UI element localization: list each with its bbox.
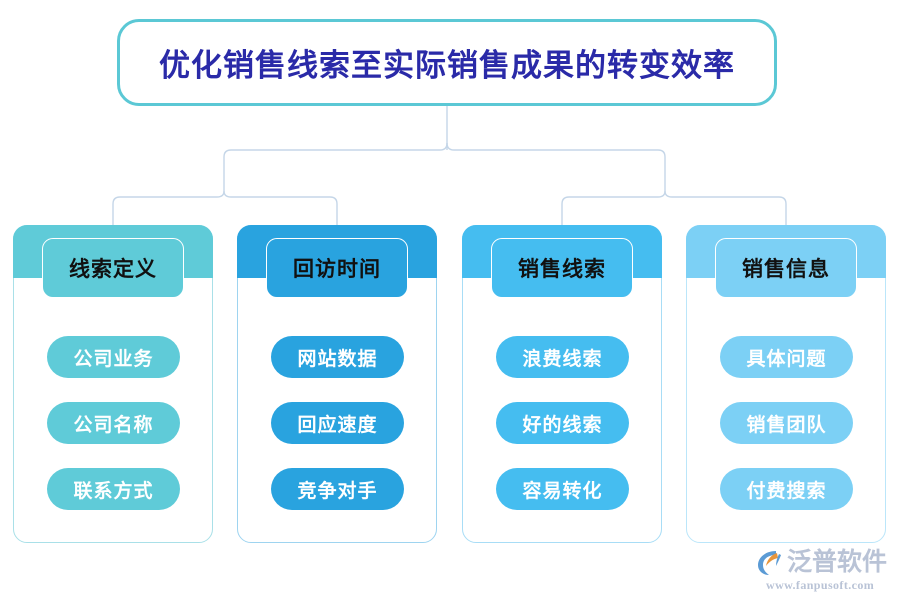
card-item-label-1-3: 联系方式 (73, 480, 154, 502)
diagram-title-box: 优化销售线索至实际销售成果的转变效率 (117, 19, 777, 106)
card-item-label-1-2: 公司名称 (73, 414, 154, 436)
connector-to-col3 (561, 190, 666, 225)
connector-group (112, 106, 787, 225)
card-item-label-4-2: 销售团队 (746, 414, 827, 436)
card-item-label-3-3: 容易转化 (522, 480, 603, 502)
brand-url: www.fanpusoft.com (766, 578, 875, 592)
fanpu-swoosh-icon (758, 551, 781, 575)
connector-to-col2 (223, 190, 338, 225)
card-item-label-4-3: 付费搜索 (746, 480, 827, 502)
card-header-label-3: 销售线索 (518, 257, 606, 281)
card-header-label-4: 销售信息 (742, 257, 830, 281)
column-card-3[interactable]: 销售线索 浪费线索 好的线索 容易转化 (462, 225, 662, 543)
card-item-4-3[interactable]: 付费搜索 (720, 468, 853, 510)
card-item-1-2[interactable]: 公司名称 (47, 402, 180, 444)
card-item-2-3[interactable]: 竞争对手 (271, 468, 404, 510)
brand-name: 泛普软件 (787, 549, 888, 576)
card-item-2-1[interactable]: 网站数据 (271, 336, 404, 378)
column-card-4[interactable]: 销售信息 具体问题 销售团队 付费搜索 (686, 225, 886, 543)
card-item-label-3-1: 浪费线索 (522, 348, 603, 370)
diagram-title-text: 优化销售线索至实际销售成果的转变效率 (159, 48, 735, 83)
card-item-1-1[interactable]: 公司业务 (47, 336, 180, 378)
card-header-1[interactable]: 线索定义 (42, 238, 184, 298)
card-header-4[interactable]: 销售信息 (715, 238, 857, 298)
connector-level1-right (446, 142, 666, 164)
column-card-2[interactable]: 回访时间 网站数据 回应速度 竞争对手 (237, 225, 437, 543)
card-item-label-2-2: 回应速度 (297, 414, 378, 436)
card-item-label-1-1: 公司业务 (73, 348, 154, 370)
brand-logo-row: 泛普软件 (756, 548, 892, 578)
card-item-4-2[interactable]: 销售团队 (720, 402, 853, 444)
card-item-1-3[interactable]: 联系方式 (47, 468, 180, 510)
card-header-3[interactable]: 销售线索 (491, 238, 633, 298)
card-header-label-2: 回访时间 (293, 257, 381, 281)
card-item-3-3[interactable]: 容易转化 (496, 468, 629, 510)
card-header-2[interactable]: 回访时间 (266, 238, 408, 298)
connector-level1-left (223, 142, 448, 164)
card-item-label-2-3: 竞争对手 (297, 480, 378, 502)
brand-logo: 泛普软件 www.fanpusoft.com (756, 548, 892, 592)
card-item-2-2[interactable]: 回应速度 (271, 402, 404, 444)
connector-to-col4 (664, 190, 787, 225)
card-item-label-2-1: 网站数据 (297, 348, 378, 370)
card-header-label-1: 线索定义 (69, 257, 157, 281)
card-item-4-1[interactable]: 具体问题 (720, 336, 853, 378)
column-card-1[interactable]: 线索定义 公司业务 公司名称 联系方式 (13, 225, 213, 543)
connector-to-col1 (112, 190, 225, 225)
card-item-label-4-1: 具体问题 (746, 348, 827, 370)
card-item-3-2[interactable]: 好的线索 (496, 402, 629, 444)
card-item-3-1[interactable]: 浪费线索 (496, 336, 629, 378)
card-item-label-3-2: 好的线索 (522, 414, 603, 436)
